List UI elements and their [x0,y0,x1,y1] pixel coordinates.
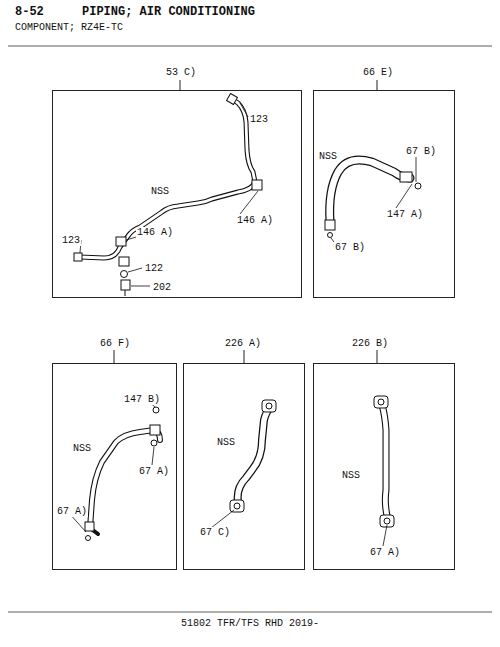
component-code: COMPONENT; RZ4E-TC [15,22,123,33]
callout-number: 67 A) [369,547,401,558]
part-panel: 53 C)123NSS146 A)146 A)123122202 [52,90,302,298]
callout-number: 147 A) [386,209,424,220]
callout-number: 146 A) [136,227,174,238]
panel-heading: 226 B) [351,338,389,349]
footer-code: 51802 TFR/TFS RHD 2019- [181,618,319,629]
callout-number: 67 B) [405,146,437,157]
page-number: 8-52 [15,5,44,19]
part-note: NSS [216,437,236,448]
panel-heading: 66 E) [362,67,394,78]
part-note: NSS [318,151,338,162]
panel-heading: 53 C) [165,67,197,78]
callout-number: 146 A) [236,215,274,226]
part-note: NSS [150,186,170,197]
part-panel: 226 B)NSS67 A) [313,363,455,570]
callout-number: 147 B) [123,394,161,405]
part-note: NSS [341,470,361,481]
page-title: PIPING; AIR CONDITIONING [82,5,255,19]
part-panel: 66 F)147 B)NSS67 A)67 A) [52,363,177,570]
callout-number: 123 [61,235,81,246]
callout-number: 67 C) [199,527,231,538]
panel-heading: 66 F) [99,338,131,349]
part-panel: 226 A)NSS67 C) [183,363,305,570]
callout-number: 67 A) [56,506,88,517]
callout-number: 67 A) [138,466,170,477]
callout-number: 123 [249,114,269,125]
callout-number: 67 B) [334,242,366,253]
callout-number: 202 [152,282,172,293]
part-panel: 66 E)NSS67 B)147 A)67 B) [313,90,455,298]
part-note: NSS [72,443,92,454]
callout-number: 122 [144,263,164,274]
panel-heading: 226 A) [224,338,262,349]
